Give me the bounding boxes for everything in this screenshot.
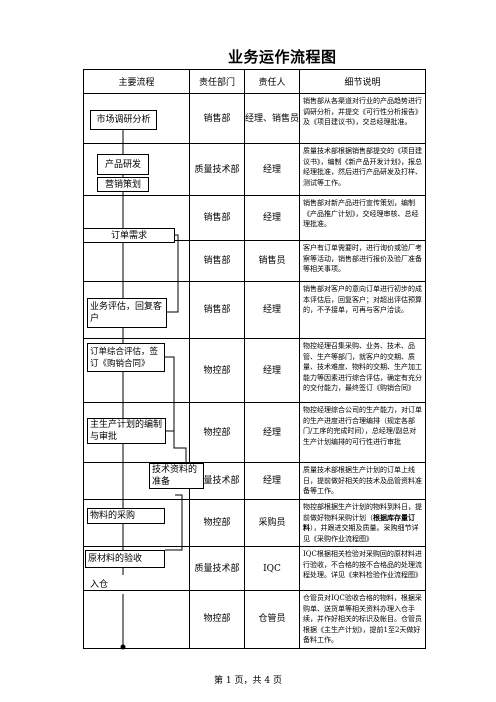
detail-cell: 销售部对新产品进行宣传策划，编制《产品推广计划》，交经理审核、总经理批准。 <box>299 195 426 241</box>
page-title: 业务运作流程图 <box>228 48 337 66</box>
dept-cell: 物控部 <box>189 590 245 649</box>
flow-step-product-development: 产品研发 <box>97 154 149 175</box>
bold-note: 根据库存量订料 <box>303 512 415 533</box>
person-cell: 经理 <box>244 462 300 500</box>
flow-step-order-demand: 订单需求 <box>83 228 175 243</box>
person-cell: 采购员 <box>244 499 300 547</box>
dept-cell: 销售部 <box>189 240 245 282</box>
dept-cell: 物控部 <box>189 499 245 547</box>
flow-step-order-assessment-contract: 订单综合评估，签订《购销合同》 <box>87 343 165 372</box>
person-cell: 销售员 <box>244 240 300 282</box>
header-detail: 细节说明 <box>299 69 426 94</box>
header-department: 责任部门 <box>189 69 245 94</box>
flow-step-business-evaluation: 业务评估，回复客户 <box>87 298 167 328</box>
detail-cell: 销售部从各渠道对行业的产品趋势进行调研分析，并提交《可行性分析报告》及《项目建议… <box>299 93 426 144</box>
flow-step-market-research: 市场调研分析 <box>90 110 157 130</box>
header-person: 责任人 <box>244 69 300 94</box>
person-cell: 经理 <box>244 281 300 339</box>
flow-step-material-inspection: 原材料的验收 <box>85 550 165 568</box>
detail-cell: 物控部根据生产计划的物料到料日，提前做好物料采购计划（根据库存量订料），并跟进交… <box>299 499 426 547</box>
person-cell: 经理 <box>244 402 300 463</box>
person-cell: 仓管员 <box>244 590 300 649</box>
detail-cell: 销售部对客户的意向订单进行初步的成本评估后，回复客户；对超出评估预算的，不予接单… <box>299 281 426 339</box>
detail-cell: 物控经理综合公司的生产能力，对订单的生产进度进行合理编排（规定各部门/工序的完成… <box>299 402 426 463</box>
flow-step-warehousing: 入仓 <box>90 579 109 590</box>
table-row: 销售部 销售员 客户有订单需要时，进行询价或验厂考察等活动，销售部进行报价及验厂… <box>83 240 426 282</box>
detail-cell: 客户有订单需要时，进行询价或验厂考察等活动，销售部进行报价及验厂准备等相关事项。 <box>299 240 426 282</box>
table-row: 质量技术部 IQC IQC根据相关检验对采购回的原材料进行验收，不合格的按不合格… <box>83 546 426 591</box>
page-footer: 第 1 页，共 4 页 <box>214 676 282 686</box>
person-cell: IQC <box>244 546 300 591</box>
person-cell: 经理、销售员 <box>244 93 300 144</box>
detail-cell: 物控经理召集采购、业务、技术、品管、生产等部门，就客户的交期、质量、技术难度、物… <box>299 338 426 403</box>
detail-cell: 仓管员对IQC验收合格的物料，根据采购单、送货单等相关资料办理入仓手续，并作好相… <box>299 590 426 649</box>
header-row: 主要流程 责任部门 责任人 细节说明 <box>83 69 426 94</box>
detail-cell: IQC根据相关检验对采购回的原材料进行验收，不合格的按不合格品的处理流程处理。详… <box>299 546 426 591</box>
person-cell: 经理 <box>244 338 300 403</box>
dept-cell: 质量技术部 <box>189 546 245 591</box>
detail-cell: 质量技术部根据销售部提交的《项目建议书》，编制《新产品开发计划》，报总经理批准，… <box>299 143 426 196</box>
flow-step-material-purchase: 物料的采购 <box>87 508 165 524</box>
person-cell: 经理 <box>244 195 300 241</box>
dept-cell: 销售部 <box>189 93 245 144</box>
header-main-flow: 主要流程 <box>83 69 190 94</box>
dept-cell: 质量技术部 <box>189 143 245 196</box>
table-row: 质量技术部 经理 质量技术部根据生产计划的订单上线日，提前做好相关的技术及品管资… <box>83 462 426 500</box>
dept-cell: 物控部 <box>189 402 245 463</box>
table-row: 物控部 仓管员 仓管员对IQC验收合格的物料，根据采购单、送货单等相关资料办理入… <box>83 590 426 649</box>
flow-step-technical-docs: 技术资料的准备 <box>149 463 204 489</box>
dept-cell: 销售部 <box>189 281 245 339</box>
dept-cell: 物控部 <box>189 338 245 403</box>
flow-step-master-production-plan: 主生产计划的编制与审批 <box>87 418 166 444</box>
detail-cell: 质量技术部根据生产计划的订单上线日，提前做好相关的技术及品管资料准备等工作。 <box>299 462 426 500</box>
flow-step-marketing-plan: 营销策划 <box>97 177 149 192</box>
dept-cell: 销售部 <box>189 195 245 241</box>
person-cell: 经理 <box>244 143 300 196</box>
